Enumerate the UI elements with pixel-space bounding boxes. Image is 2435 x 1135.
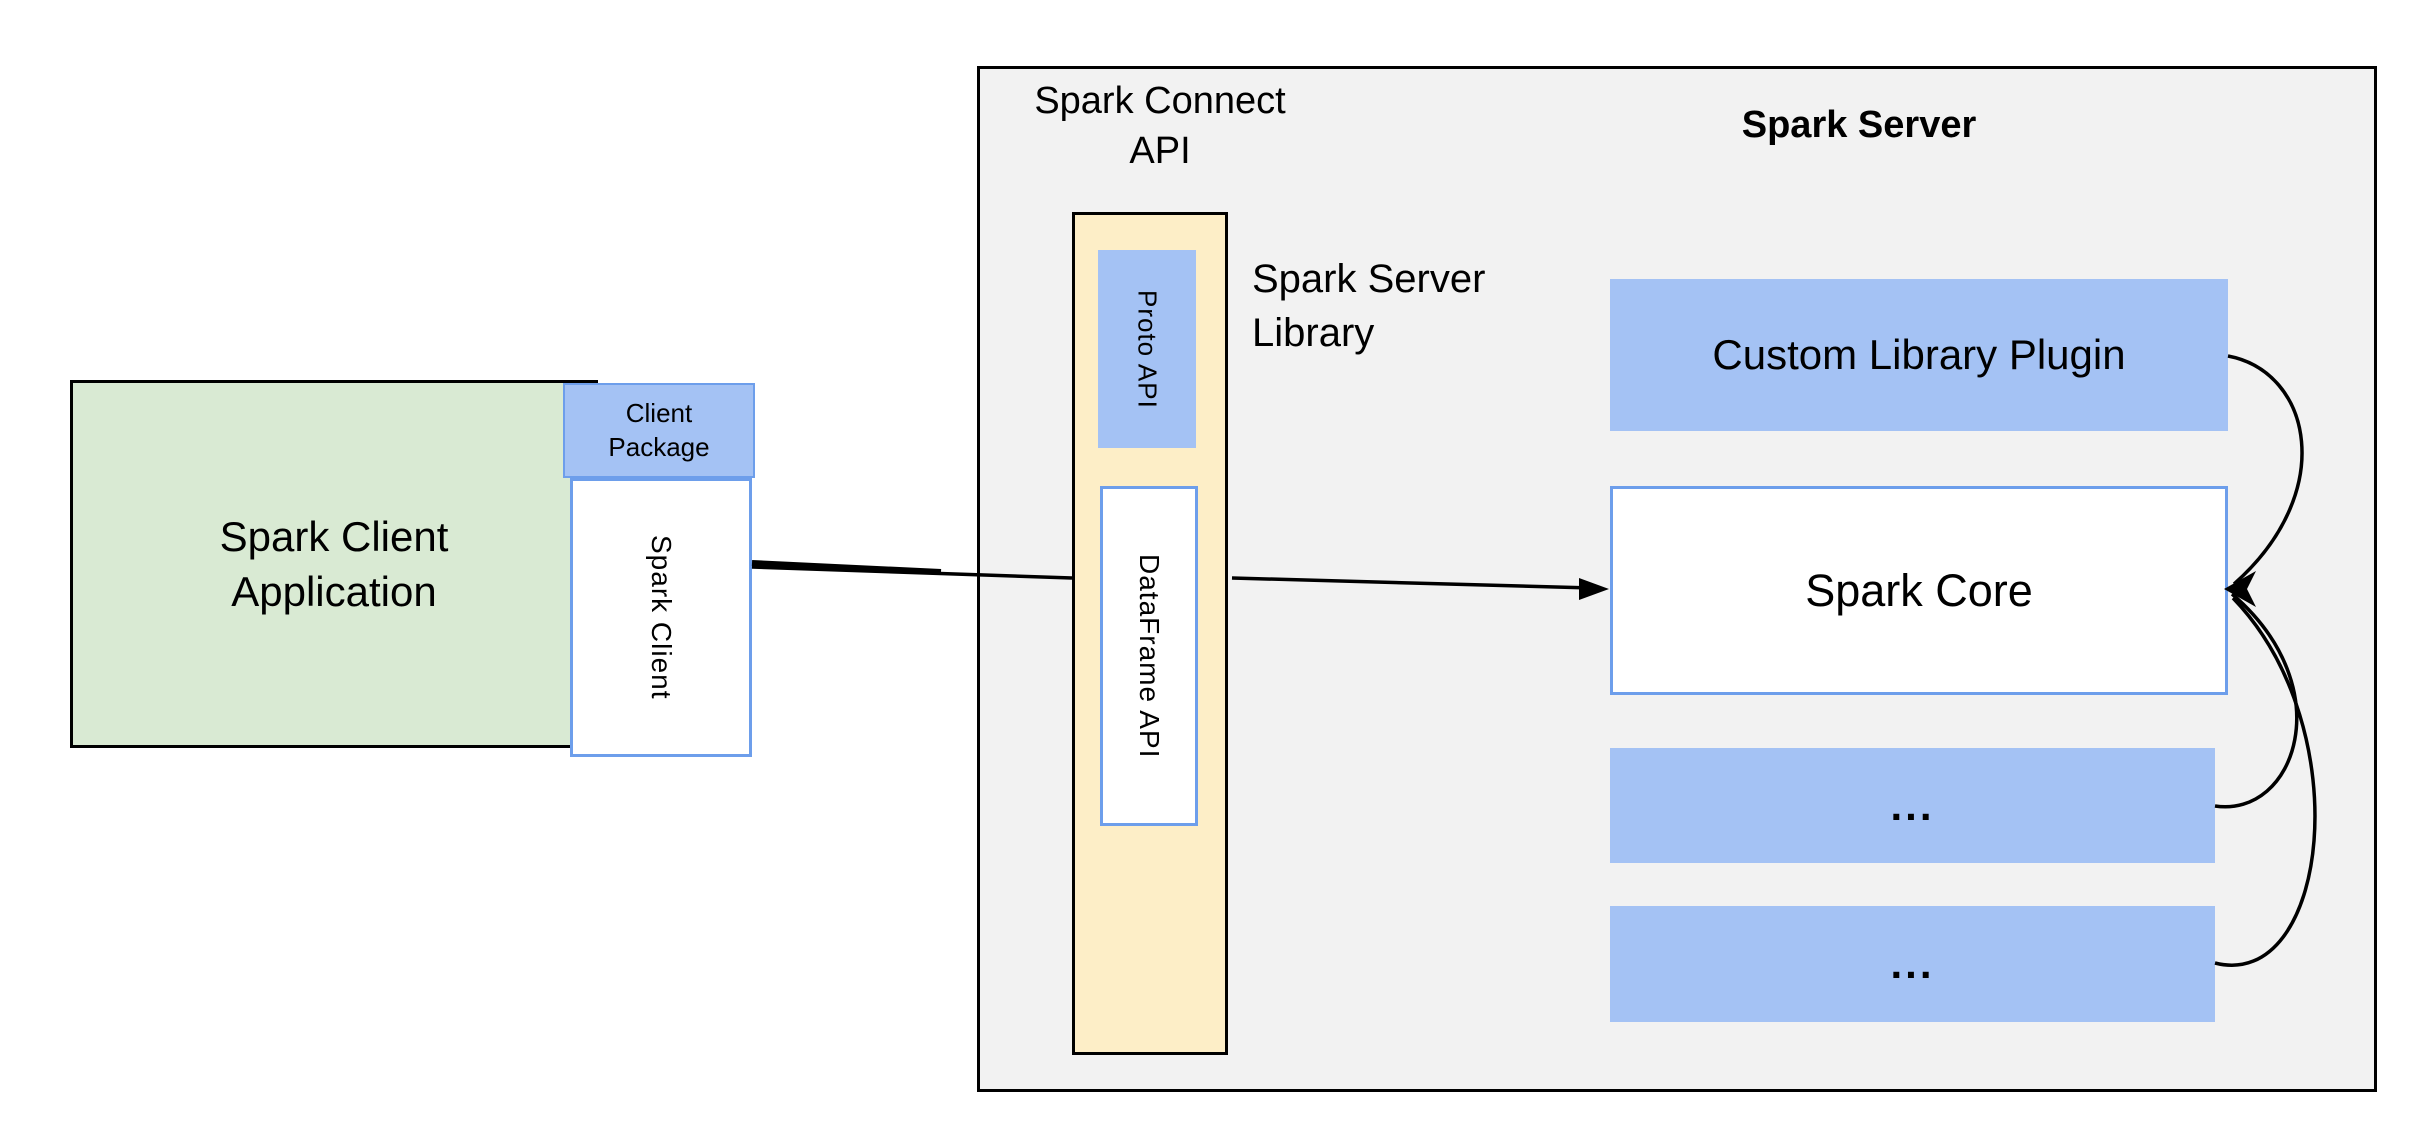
proto-api-label: Proto API <box>1132 289 1163 409</box>
dataframe-api-label: DataFrame API <box>1134 553 1165 759</box>
ellipsis-box-1: ... <box>1610 748 2215 863</box>
spark-server-title: Spark Server <box>1741 104 1977 146</box>
spark-client-label: Spark Client <box>646 535 677 700</box>
spark-client-application-box: Spark Client Application <box>70 380 598 748</box>
spark-server-library-label: Spark Server Library <box>1252 257 1486 355</box>
client-package-box: Client Package <box>563 383 755 478</box>
spark-connect-api-label: Spark Connect API <box>1034 80 1286 173</box>
spark-client-box: Spark Client <box>570 478 752 757</box>
ellipsis-box-2: ... <box>1610 906 2215 1022</box>
custom-library-plugin-box: Custom Library Plugin <box>1610 279 2228 431</box>
client-to-connect-stub <box>751 560 942 575</box>
dataframe-api-box: DataFrame API <box>1100 486 1198 826</box>
spark-core-box: Spark Core <box>1610 486 2228 695</box>
proto-api-box: Proto API <box>1098 250 1196 448</box>
